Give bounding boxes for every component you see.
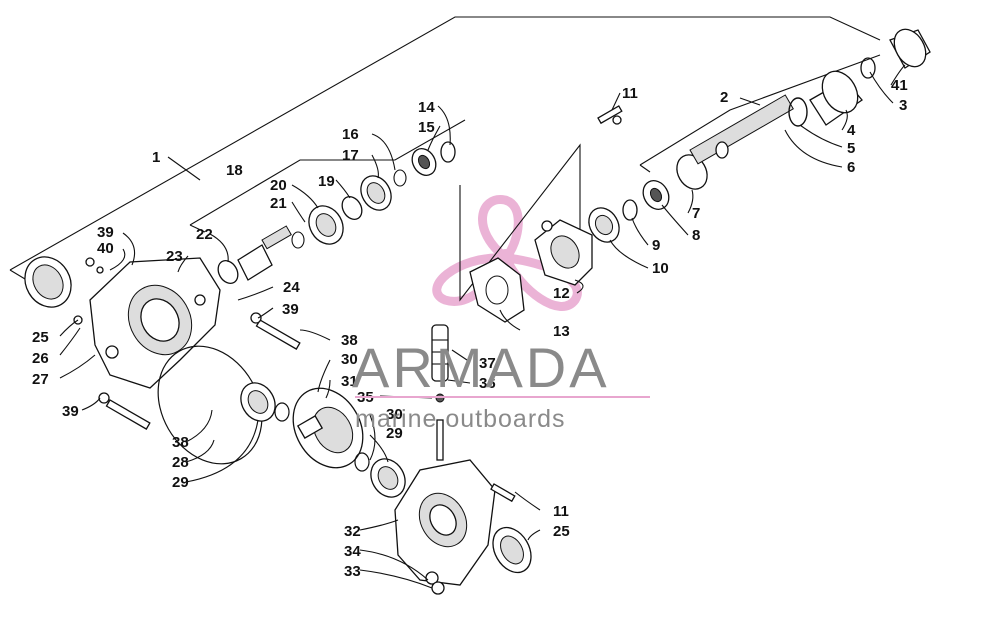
gear-case-housing bbox=[89, 257, 221, 389]
bearing-left bbox=[240, 382, 276, 422]
cv-boot-assembly bbox=[788, 28, 931, 127]
ring-gear bbox=[292, 387, 364, 469]
callout-7: 7 bbox=[692, 205, 700, 222]
clip-and-seal bbox=[622, 180, 670, 221]
callout-39-low: 39 bbox=[62, 403, 79, 420]
callout-24: 24 bbox=[283, 279, 300, 296]
leader-lines bbox=[59, 64, 906, 589]
output-housing bbox=[534, 219, 593, 286]
callout-9: 9 bbox=[652, 237, 660, 254]
output-shaft bbox=[676, 94, 794, 190]
callout-8: 8 bbox=[692, 227, 700, 244]
bearing-16-19 bbox=[341, 169, 407, 220]
shim-ring bbox=[274, 402, 290, 422]
callout-16: 16 bbox=[342, 126, 359, 143]
callout-5: 5 bbox=[847, 140, 855, 157]
callout-18: 18 bbox=[226, 162, 243, 179]
callout-labels: 1 2 3 4 5 6 7 8 9 10 11 11 12 13 14 15 1… bbox=[32, 77, 908, 580]
callout-1: 1 bbox=[152, 149, 160, 166]
callout-26: 26 bbox=[32, 350, 49, 367]
callout-11-bottom: 11 bbox=[553, 503, 569, 520]
oil-seal-right bbox=[492, 526, 532, 574]
bolt-11-top bbox=[597, 105, 623, 125]
callout-40: 40 bbox=[97, 240, 114, 257]
callout-30-bottom: 30 bbox=[386, 406, 403, 423]
callout-27: 27 bbox=[32, 371, 49, 388]
o-ring-large bbox=[157, 345, 263, 465]
drain-plug bbox=[431, 581, 445, 595]
callout-14: 14 bbox=[418, 99, 435, 116]
callout-11-top: 11 bbox=[622, 85, 638, 102]
callout-12: 12 bbox=[553, 285, 570, 302]
callout-28: 28 bbox=[172, 454, 189, 471]
rear-cover bbox=[394, 459, 496, 586]
gasket bbox=[469, 257, 525, 323]
assembly-bracket-lines bbox=[9, 16, 881, 302]
callout-19: 19 bbox=[318, 173, 335, 190]
callout-38-top: 38 bbox=[341, 332, 358, 349]
pinion-gear bbox=[217, 225, 292, 284]
needle-bearing-14-15 bbox=[411, 141, 456, 176]
callout-36: 36 bbox=[479, 375, 496, 392]
callout-32: 32 bbox=[344, 523, 361, 540]
bolt-set-center bbox=[98, 312, 516, 503]
callout-34: 34 bbox=[344, 543, 361, 560]
callout-29-right: 29 bbox=[386, 425, 403, 442]
watermark-tagline: marine outboards bbox=[355, 405, 566, 433]
bearing-10 bbox=[588, 207, 620, 243]
callout-6: 6 bbox=[847, 159, 855, 176]
callout-39-top: 39 bbox=[97, 224, 114, 241]
callout-20: 20 bbox=[270, 177, 287, 194]
bearing-right bbox=[354, 452, 406, 498]
callout-37: 37 bbox=[479, 355, 496, 372]
callout-30-top: 30 bbox=[341, 351, 358, 368]
callout-33: 33 bbox=[344, 563, 361, 580]
callout-22: 22 bbox=[196, 226, 213, 243]
callout-25-right: 25 bbox=[553, 523, 570, 540]
callout-29-left: 29 bbox=[172, 474, 189, 491]
callout-41: 41 bbox=[891, 77, 908, 94]
callout-2: 2 bbox=[720, 89, 728, 106]
callout-25-left: 25 bbox=[32, 329, 49, 346]
watermark-brand: ARMADA bbox=[352, 336, 610, 399]
callout-3: 3 bbox=[899, 97, 907, 114]
callout-38-bottom: 38 bbox=[172, 434, 189, 451]
callout-31: 31 bbox=[341, 373, 358, 390]
callout-39-mid: 39 bbox=[282, 301, 299, 318]
callout-4: 4 bbox=[847, 122, 856, 139]
callout-10: 10 bbox=[652, 260, 669, 277]
callout-13: 13 bbox=[553, 323, 570, 340]
callout-17: 17 bbox=[342, 147, 359, 164]
oil-seal-left bbox=[24, 256, 72, 308]
callout-21: 21 bbox=[270, 195, 287, 212]
callout-23: 23 bbox=[166, 248, 183, 265]
bearing-20-21 bbox=[291, 205, 344, 249]
callout-15: 15 bbox=[418, 119, 435, 136]
